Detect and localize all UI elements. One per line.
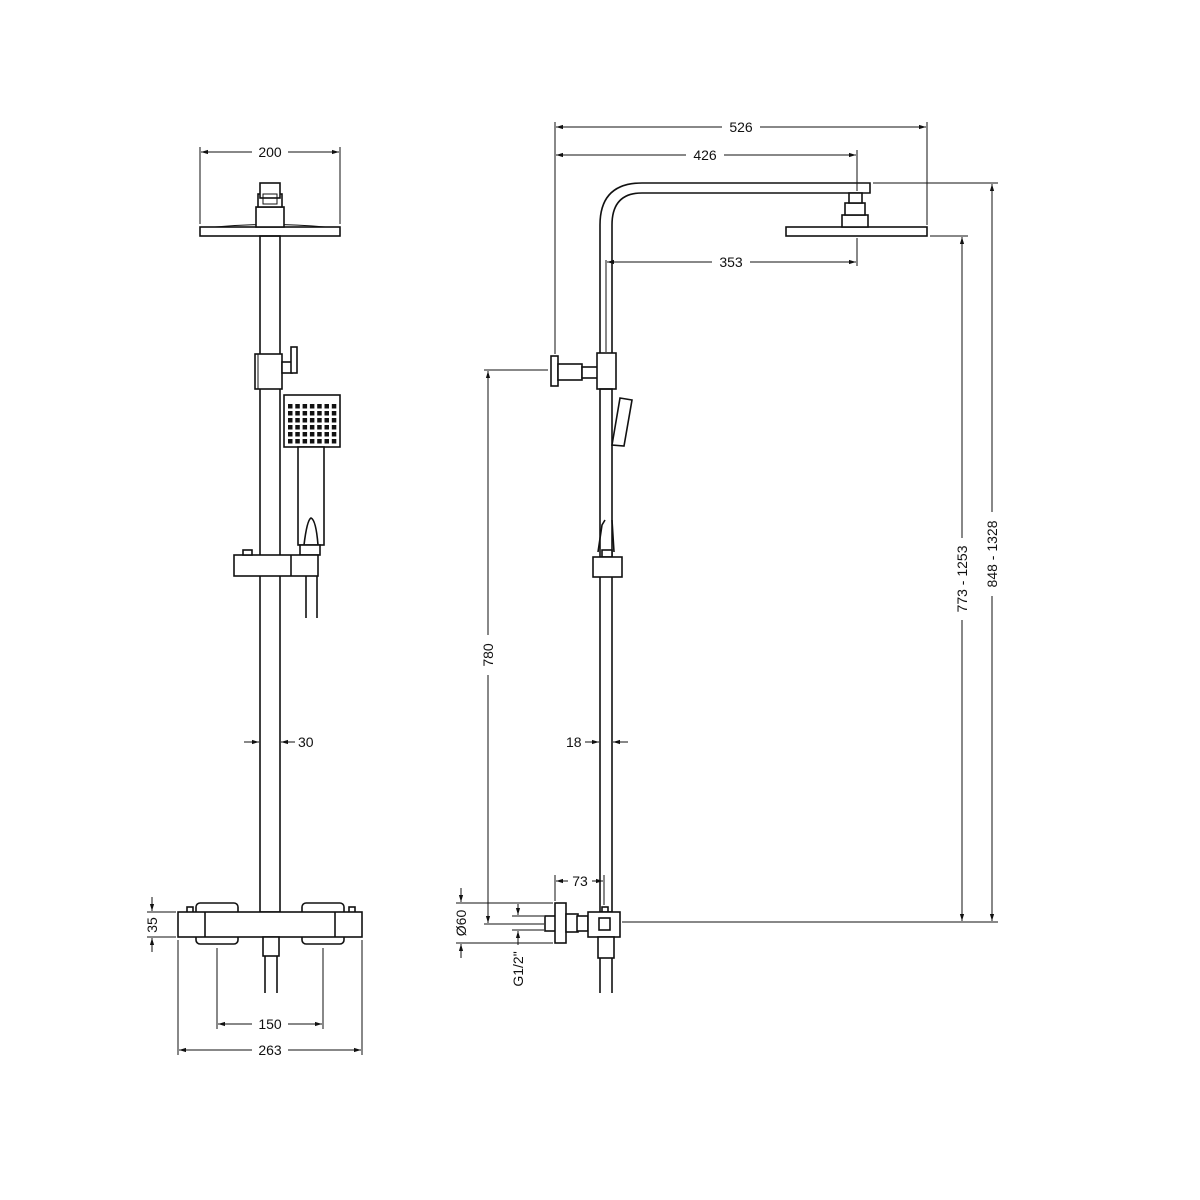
svg-text:780: 780 — [480, 643, 496, 667]
dim-valve-projection: 73 — [554, 873, 605, 905]
spray-nozzle — [309, 418, 315, 423]
svg-text:526: 526 — [729, 119, 753, 135]
dim-head-width: 200 — [199, 144, 341, 224]
diverter-block — [254, 346, 298, 390]
spray-nozzle — [309, 404, 315, 409]
dim-inlet-thread: G1/2" — [510, 904, 544, 987]
dim-head-height-range: 773 - 1253 — [622, 235, 998, 923]
spray-nozzle — [295, 425, 300, 430]
spray-nozzle — [309, 432, 315, 437]
svg-text:848 - 1328: 848 - 1328 — [984, 520, 1000, 587]
spray-nozzle — [295, 411, 300, 416]
svg-text:73: 73 — [572, 873, 588, 889]
spray-nozzle — [302, 432, 308, 437]
spray-nozzle — [331, 439, 337, 444]
spray-nozzle — [331, 425, 337, 430]
spray-nozzle — [317, 425, 322, 430]
thermostatic-valve-side — [544, 902, 621, 993]
dim-inlet-centres: 150 — [216, 948, 324, 1032]
svg-text:353: 353 — [719, 254, 743, 270]
wall-bracket — [550, 352, 617, 390]
dim-arm-to-head-centre: 426 — [556, 147, 858, 191]
thermostatic-valve-front — [177, 902, 363, 993]
spray-nozzle — [331, 404, 337, 409]
spray-nozzle — [309, 425, 315, 430]
svg-text:18: 18 — [566, 734, 582, 750]
svg-text:150: 150 — [258, 1016, 282, 1032]
spray-nozzle — [317, 411, 322, 416]
dim-overall-height-range: 848 - 1328 — [873, 182, 1000, 921]
svg-text:Ø60: Ø60 — [453, 910, 469, 937]
spray-nozzle — [309, 411, 315, 416]
svg-text:G1/2": G1/2" — [510, 951, 526, 986]
spray-nozzle — [288, 404, 293, 409]
spray-nozzle — [309, 439, 315, 444]
svg-text:263: 263 — [258, 1042, 282, 1058]
spray-nozzle — [331, 418, 337, 423]
dim-valve-width: 263 — [177, 940, 363, 1058]
spray-nozzle — [295, 439, 300, 444]
front-view: 200 30 35 150 263 — [144, 144, 363, 1058]
spray-nozzle — [288, 425, 293, 430]
side-view: 526 426 353 780 18 — [453, 119, 1000, 993]
spray-nozzle — [302, 425, 308, 430]
spray-nozzle — [317, 404, 322, 409]
svg-text:200: 200 — [258, 144, 282, 160]
svg-text:773 - 1253: 773 - 1253 — [954, 545, 970, 612]
svg-text:35: 35 — [144, 917, 160, 933]
spray-nozzle — [295, 418, 300, 423]
dim-riser-to-head-centre: 353 — [607, 238, 858, 270]
slide-rail-holder — [233, 549, 319, 618]
spray-nozzle — [288, 432, 293, 437]
dim-arm-overall: 526 — [554, 119, 928, 354]
spray-nozzle — [317, 418, 322, 423]
spray-nozzle — [324, 418, 329, 423]
handset — [283, 394, 341, 556]
slide-rail — [599, 388, 613, 913]
spray-nozzle — [324, 411, 329, 416]
spray-nozzle — [331, 411, 337, 416]
dim-shroud-diameter: Ø60 — [453, 888, 553, 958]
spray-nozzle — [324, 439, 329, 444]
spray-nozzle — [302, 404, 308, 409]
spray-nozzle — [324, 432, 329, 437]
spray-nozzle — [331, 432, 337, 437]
spray-nozzle — [295, 432, 300, 437]
spray-nozzle — [302, 411, 308, 416]
spray-nozzle — [317, 432, 322, 437]
shower-arm — [599, 182, 871, 353]
spray-nozzle — [288, 439, 293, 444]
spray-nozzle — [324, 425, 329, 430]
svg-text:30: 30 — [298, 734, 314, 750]
spray-nozzle — [288, 418, 293, 423]
spray-nozzle — [295, 404, 300, 409]
dim-bracket-height: 780 — [480, 369, 548, 925]
spray-nozzle — [302, 418, 308, 423]
spray-nozzle — [288, 411, 293, 416]
dim-riser-diameter: 30 — [244, 734, 314, 750]
svg-text:426: 426 — [693, 147, 717, 163]
handset-side — [592, 397, 633, 578]
overhead-shower-head-side — [785, 192, 928, 237]
dim-valve-height: 35 — [144, 897, 176, 952]
spray-nozzle — [317, 439, 322, 444]
spray-nozzle — [302, 439, 308, 444]
dim-rail-diameter: 18 — [566, 734, 628, 750]
spray-nozzle — [324, 404, 329, 409]
overhead-shower-head — [199, 182, 341, 237]
